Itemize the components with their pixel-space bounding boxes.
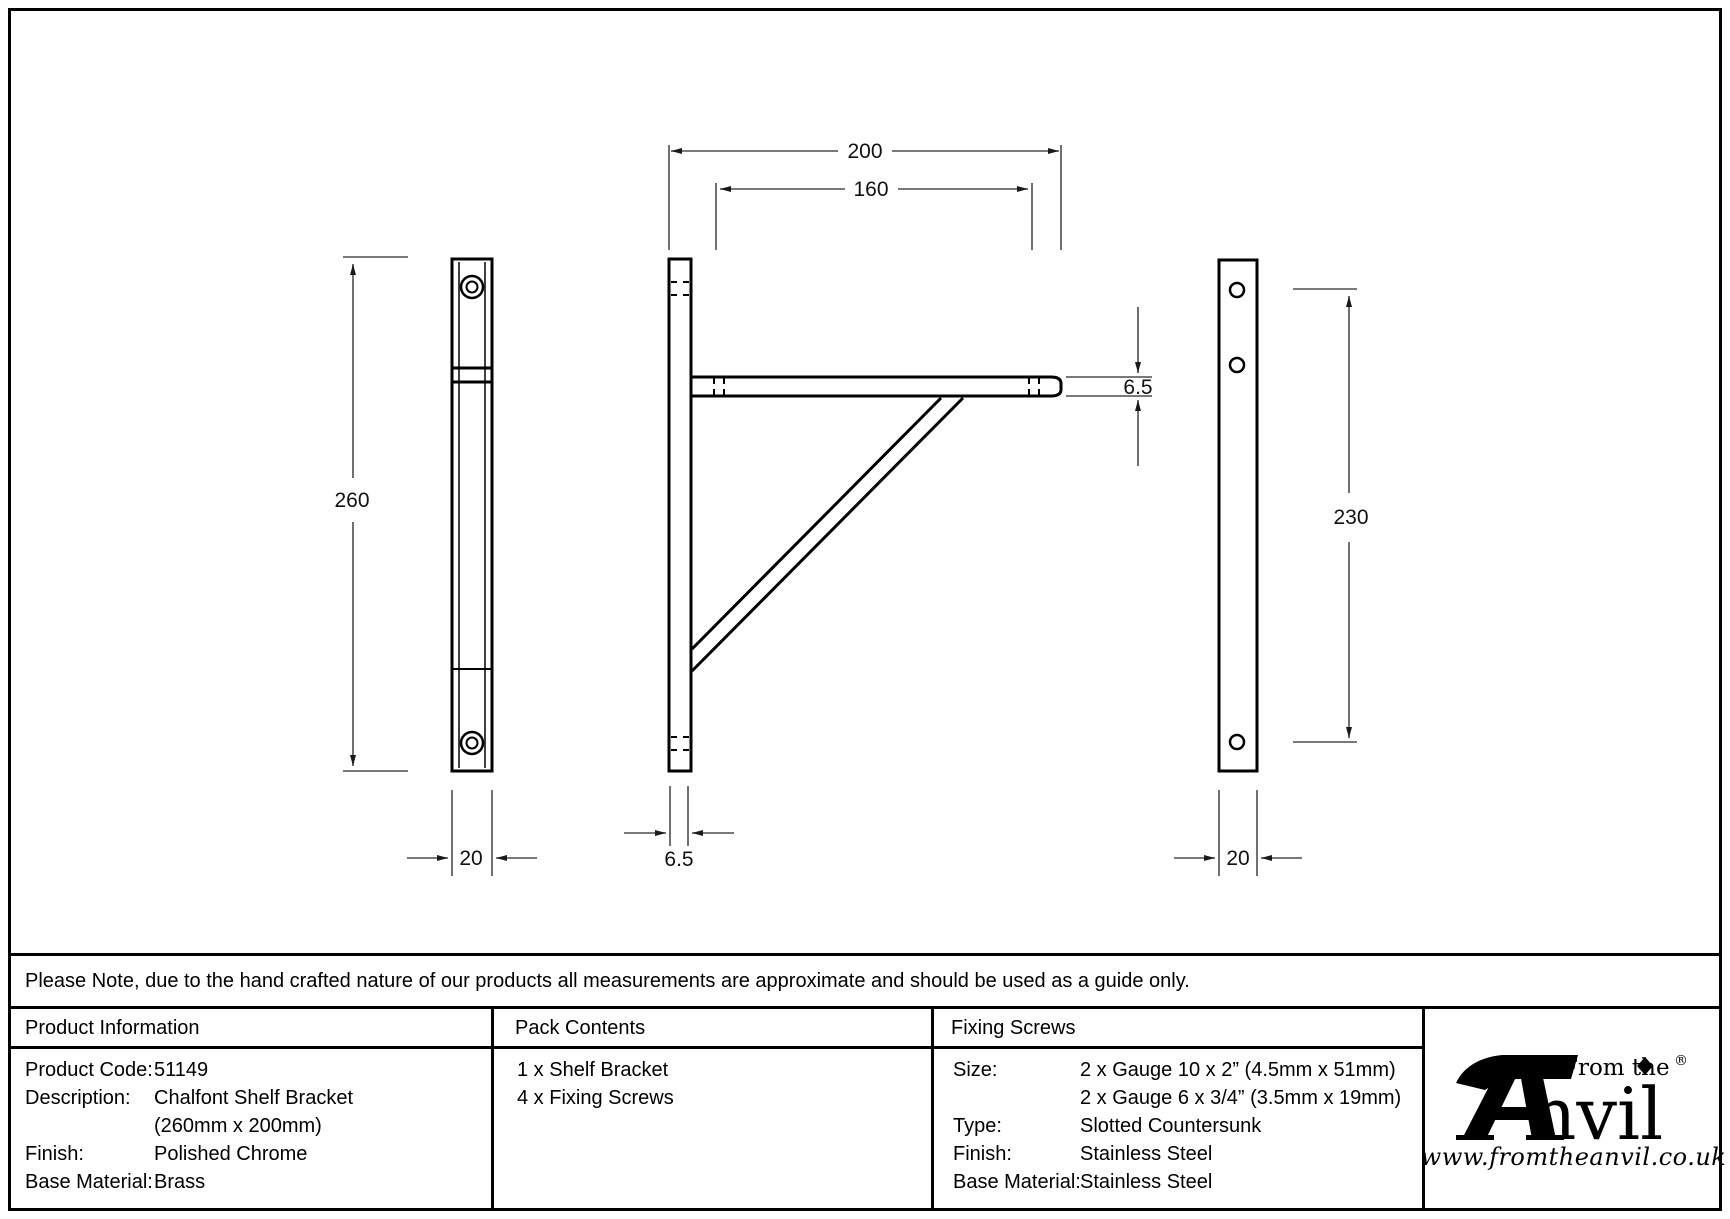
field-value: (260mm x 200mm) bbox=[154, 1115, 322, 1137]
field-value: 2 x Gauge 10 x 2” (4.5mm x 51mm) bbox=[1080, 1059, 1396, 1081]
field-value: Polished Chrome bbox=[154, 1143, 308, 1165]
registered-mark: ® bbox=[1674, 1053, 1688, 1069]
arm-slot-hidden-left bbox=[713, 378, 725, 395]
back-view-wall-plate bbox=[1217, 258, 1259, 773]
field-label: Type: bbox=[953, 1115, 1002, 1137]
field-value: Slotted Countersunk bbox=[1080, 1115, 1262, 1137]
technical-drawing: 200 160 260 230 6.5 6.5 20 20 bbox=[334, 140, 1369, 876]
dim-arm-length: 200 bbox=[847, 140, 882, 163]
from-the-anvil-logo: nvil From the ® www.fromtheanvil.co.uk bbox=[1421, 1009, 1726, 1208]
field-value: Brass bbox=[154, 1171, 206, 1193]
field-value: Stainless Steel bbox=[1080, 1143, 1213, 1165]
field-label: Size: bbox=[953, 1059, 998, 1081]
divider-product-pack bbox=[491, 1006, 494, 1211]
brace-lower-line bbox=[690, 396, 965, 673]
field-label: Finish: bbox=[953, 1143, 1012, 1165]
note-row-top-rule bbox=[8, 953, 1722, 956]
field-label: Base Material: bbox=[25, 1171, 153, 1193]
field-label: Finish: bbox=[25, 1143, 84, 1165]
header-row-top-rule bbox=[8, 1006, 1722, 1009]
dimension-lines bbox=[343, 145, 1357, 876]
dim-plate-width-back: 20 bbox=[1226, 847, 1249, 870]
plain-hole-upper bbox=[1228, 356, 1246, 374]
measurement-note: Please Note, due to the hand crafted nat… bbox=[25, 970, 1190, 992]
countersunk-hole-bottom bbox=[459, 730, 485, 756]
field-label: Base Material: bbox=[953, 1171, 1081, 1193]
wall-plate-edge bbox=[667, 257, 693, 773]
pack-item: 1 x Shelf Bracket bbox=[517, 1059, 669, 1081]
brand-rest-text: nvil bbox=[1530, 1072, 1663, 1147]
pack-item: 4 x Fixing Screws bbox=[517, 1087, 674, 1109]
anvil-brand-mark: nvil From the ® bbox=[1455, 1053, 1688, 1147]
front-view-wall-plate bbox=[450, 257, 494, 773]
brace-upper-line bbox=[690, 396, 943, 651]
diamond-icon bbox=[1636, 1056, 1653, 1075]
product-information-header: Product Information bbox=[25, 1017, 200, 1039]
dim-arm-thickness: 6.5 bbox=[1123, 376, 1152, 399]
field-value: Chalfont Shelf Bracket bbox=[154, 1087, 353, 1109]
header-row-bottom-rule bbox=[8, 1046, 1425, 1049]
field-value: Stainless Steel bbox=[1080, 1171, 1213, 1193]
dim-plate-width-front: 20 bbox=[459, 847, 482, 870]
plate-slot-hidden-top bbox=[671, 281, 689, 296]
side-view-bracket bbox=[667, 257, 1063, 773]
page-border bbox=[8, 8, 1722, 1211]
divider-pack-screws bbox=[931, 1006, 934, 1211]
brand-website: www.fromtheanvil.co.uk bbox=[1420, 1142, 1727, 1171]
field-value: 2 x Gauge 6 x 3/4” (3.5mm x 19mm) bbox=[1080, 1087, 1402, 1109]
dim-plate-height: 260 bbox=[334, 489, 369, 512]
brand-prefix-text: From the bbox=[1562, 1055, 1670, 1081]
plain-hole-bottom bbox=[1228, 733, 1246, 751]
plate-slot-hidden-bottom bbox=[671, 736, 689, 751]
plain-hole-top bbox=[1228, 281, 1246, 299]
pack-contents-header: Pack Contents bbox=[515, 1017, 646, 1039]
dim-arm-hole-spacing: 160 bbox=[853, 178, 888, 201]
dim-plate-hole-spacing: 230 bbox=[1333, 506, 1368, 529]
fixing-screws-header: Fixing Screws bbox=[951, 1017, 1076, 1039]
divider-screws-logo bbox=[1422, 1006, 1425, 1211]
countersunk-hole-top bbox=[459, 274, 485, 300]
arm-slot-hidden-right bbox=[1028, 378, 1040, 395]
dim-plate-thickness: 6.5 bbox=[664, 848, 693, 871]
anvil-a-icon bbox=[1455, 1054, 1653, 1140]
field-label: Description: bbox=[25, 1087, 131, 1109]
field-label: Product Code: bbox=[25, 1059, 153, 1081]
dimension-labels: 200 160 260 230 6.5 6.5 20 20 bbox=[334, 140, 1368, 871]
shelf-arm bbox=[691, 375, 1063, 398]
field-value: 51149 bbox=[154, 1059, 209, 1081]
